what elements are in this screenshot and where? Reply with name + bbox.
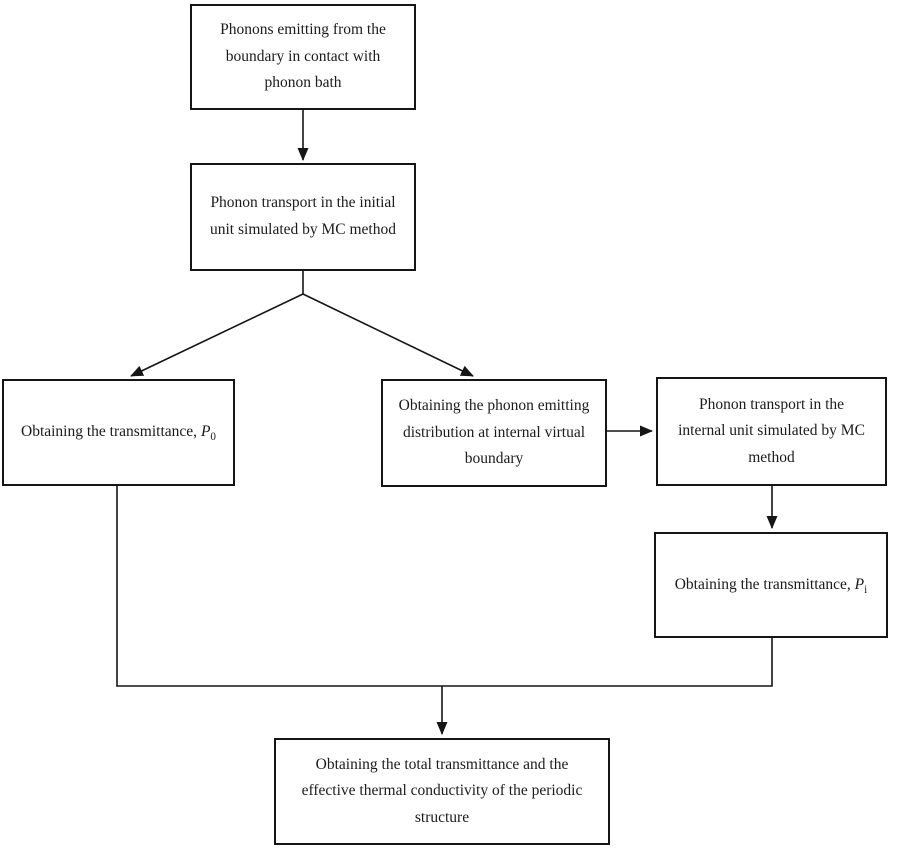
- node-transmittance-pi-label: Obtaining the transmittance, Pi: [674, 575, 868, 596]
- node-transmittance-p0: Obtaining the transmittance, P0: [2, 379, 235, 486]
- node-internal-unit-transport-label: Phonon transport in the internal unit si…: [678, 395, 865, 466]
- node-transmittance-pi: Obtaining the transmittance, Pi: [654, 532, 888, 638]
- p0-subscript: 0: [210, 431, 216, 444]
- node-emitting-distribution: Obtaining the phonon emitting distributi…: [381, 379, 607, 487]
- node-transmittance-p0-label: Obtaining the transmittance, P0: [21, 423, 216, 444]
- node-phonons-emitting: Phonons emitting from the boundary in co…: [190, 4, 416, 110]
- pi-subscript: i: [864, 583, 868, 596]
- node-emitting-distribution-label: Obtaining the phonon emitting distributi…: [398, 397, 590, 468]
- node-initial-unit-transport: Phonon transport in the initial unit sim…: [190, 163, 416, 271]
- node-phonons-emitting-label: Phonons emitting from the boundary in co…: [220, 21, 386, 92]
- p0-symbol: P: [200, 423, 211, 441]
- pi-symbol: P: [854, 575, 865, 593]
- node-initial-unit-transport-label: Phonon transport in the initial unit sim…: [210, 194, 396, 238]
- node-total-transmittance: Obtaining the total transmittance and th…: [274, 738, 610, 845]
- node-internal-unit-transport: Phonon transport in the internal unit si…: [656, 377, 887, 486]
- node-total-transmittance-label: Obtaining the total transmittance and th…: [301, 755, 583, 826]
- arrow-branch-right: [302, 293, 474, 377]
- arrow-branch-left: [130, 293, 304, 377]
